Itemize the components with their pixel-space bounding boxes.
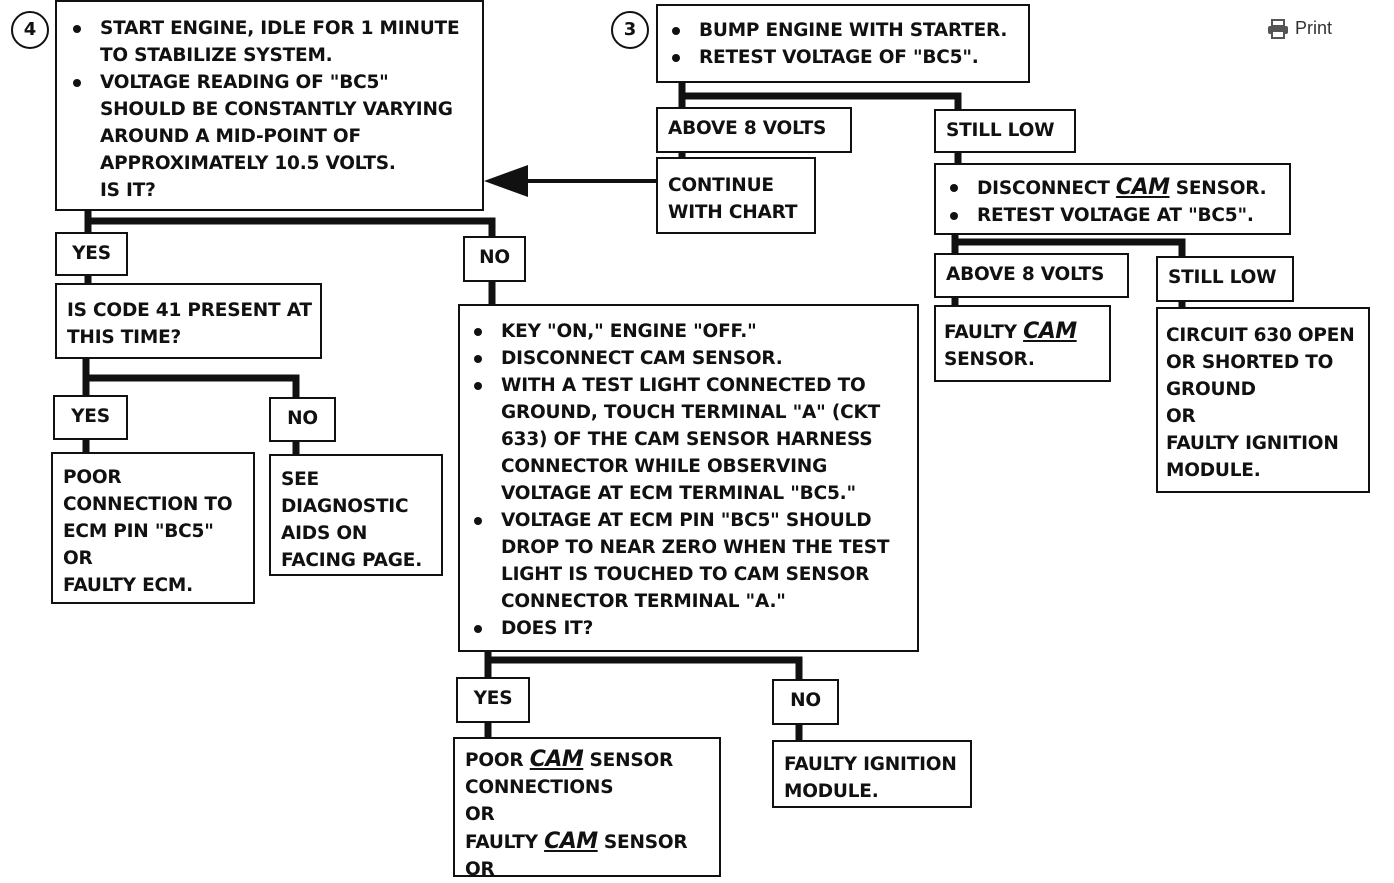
no-label-3: NO: [772, 679, 839, 725]
faulty-ignition-module-box: FAULTY IGNITION MODULE.: [772, 740, 972, 808]
yes-label: YES: [55, 232, 128, 276]
no-label-2: NO: [269, 397, 336, 442]
connector-lines: [82, 78, 1186, 744]
connector-step3: [678, 78, 962, 114]
key-on-bullet-1: KEY "ON," ENGINE "OFF.": [468, 318, 909, 345]
poor-connection-box: POOR CONNECTION TO ECM PIN "BC5" OR FAUL…: [51, 452, 255, 604]
above-8-volts-label: ABOVE 8 VOLTS: [656, 107, 852, 153]
faulty-cam-sensor-box: FAULTY CAM SENSOR.: [934, 305, 1111, 382]
connector-disconnect-branches: [951, 229, 1186, 260]
code-41-box: IS CODE 41 PRESENT AT THIS TIME?: [55, 283, 322, 359]
printer-icon: [1268, 18, 1288, 39]
poor-cam-connections-box: POOR CAM SENSOR CONNECTIONS OR FAULTY CA…: [453, 737, 721, 880]
step-number-3: 3: [611, 11, 649, 49]
step4-box: START ENGINE, IDLE FOR 1 MINUTE TO STABI…: [55, 0, 484, 211]
key-on-test-box: KEY "ON," ENGINE "OFF." DISCONNECT CAM S…: [458, 304, 919, 652]
print-label: Print: [1295, 18, 1333, 38]
connector-code41: [82, 354, 300, 401]
see-diagnostic-aids-box: SEE DIAGNOSTIC AIDS ON FACING PAGE.: [269, 454, 443, 576]
flowchart: Print 4 START ENGINE, IDLE FOR 1 MINUTE …: [11, 0, 1370, 880]
key-on-bullet-5: DOES IT?: [468, 615, 909, 642]
step4-bullet-2: VOLTAGE READING OF "BC5" SHOULD BE CONST…: [67, 69, 474, 204]
step4-bullet-1: START ENGINE, IDLE FOR 1 MINUTE TO STABI…: [67, 15, 474, 69]
disconnect-cam-bullet-1: DISCONNECT CAM SENSOR.: [944, 174, 1281, 202]
still-low-label: STILL LOW: [934, 109, 1076, 153]
step3-bullet-1: BUMP ENGINE WITH STARTER.: [666, 17, 1020, 44]
step3-bullet-2: RETEST VOLTAGE OF "BC5".: [666, 44, 1020, 71]
connector-step4: [84, 206, 496, 240]
still-low-label-2: STILL LOW: [1156, 256, 1294, 302]
disconnect-cam-bullet-2: RETEST VOLTAGE AT "BC5".: [944, 202, 1281, 229]
key-on-bullet-2: DISCONNECT CAM SENSOR.: [468, 345, 909, 372]
step-number-4: 4: [11, 11, 49, 49]
circuit-630-box: CIRCUIT 630 OPEN OR SHORTED TO GROUND OR…: [1156, 307, 1370, 493]
continue-with-chart-box: CONTINUE WITH CHART: [656, 157, 816, 234]
no-label: NO: [463, 236, 526, 282]
yes-label-3: YES: [456, 677, 530, 723]
arrowhead: [484, 165, 528, 197]
step3-box: BUMP ENGINE WITH STARTER. RETEST VOLTAGE…: [656, 4, 1030, 83]
above-8-volts-label-2: ABOVE 8 VOLTS: [934, 253, 1129, 298]
connector-keyon: [484, 646, 803, 684]
yes-label-2: YES: [53, 395, 128, 440]
key-on-bullet-3: WITH A TEST LIGHT CONNECTED TO GROUND, T…: [468, 372, 909, 507]
key-on-bullet-4: VOLTAGE AT ECM PIN "BC5" SHOULD DROP TO …: [468, 507, 909, 615]
disconnect-cam-box: DISCONNECT CAM SENSOR. RETEST VOLTAGE AT…: [934, 163, 1291, 235]
print-button[interactable]: Print: [1266, 18, 1332, 39]
